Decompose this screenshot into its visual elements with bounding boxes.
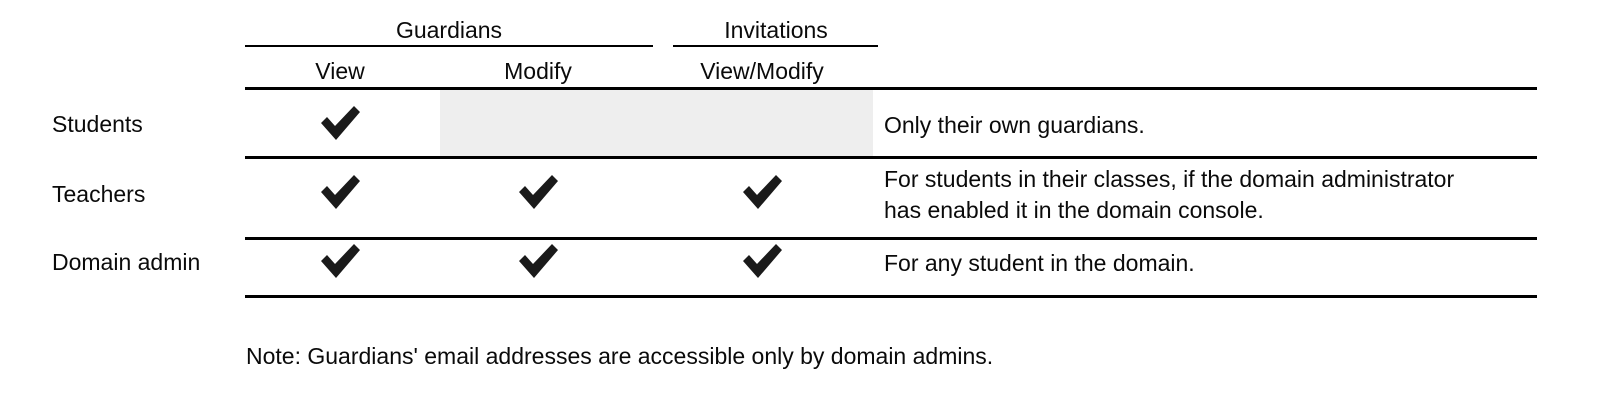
checkmark-icon <box>317 241 363 281</box>
group-rule-invitations <box>673 45 878 47</box>
column-header-view: View <box>315 58 365 84</box>
column-header-view-modify: View/Modify <box>700 58 824 84</box>
group-header-guardians: Guardians <box>395 17 503 43</box>
row-label-students: Students <box>52 111 143 137</box>
row-label-domain-admin: Domain admin <box>52 249 201 275</box>
checkmark-icon <box>317 172 363 212</box>
table-footnote: Note: Guardians' email addresses are acc… <box>246 343 994 369</box>
table-rule-after-students <box>245 156 1537 159</box>
row-description-domain-admin: For any student in the domain. <box>884 250 1195 276</box>
checkmark-icon <box>739 172 785 212</box>
table-rule-top <box>245 87 1537 90</box>
checkmark-icon <box>515 241 561 281</box>
checkmark-icon <box>515 172 561 212</box>
checkmark-icon <box>317 103 363 143</box>
table-rule-after-teachers <box>245 237 1537 240</box>
group-rule-guardians <box>245 45 653 47</box>
row-description-students: Only their own guardians. <box>884 112 1145 138</box>
column-header-modify: Modify <box>504 58 572 84</box>
group-header-invitations: Invitations <box>724 17 828 43</box>
row-description-teachers: For students in their classes, if the do… <box>884 166 1455 223</box>
checkmark-icon <box>739 241 785 281</box>
table-rule-bottom <box>245 295 1537 298</box>
cell-not-applicable-students <box>440 90 873 156</box>
row-label-teachers: Teachers <box>52 181 146 207</box>
